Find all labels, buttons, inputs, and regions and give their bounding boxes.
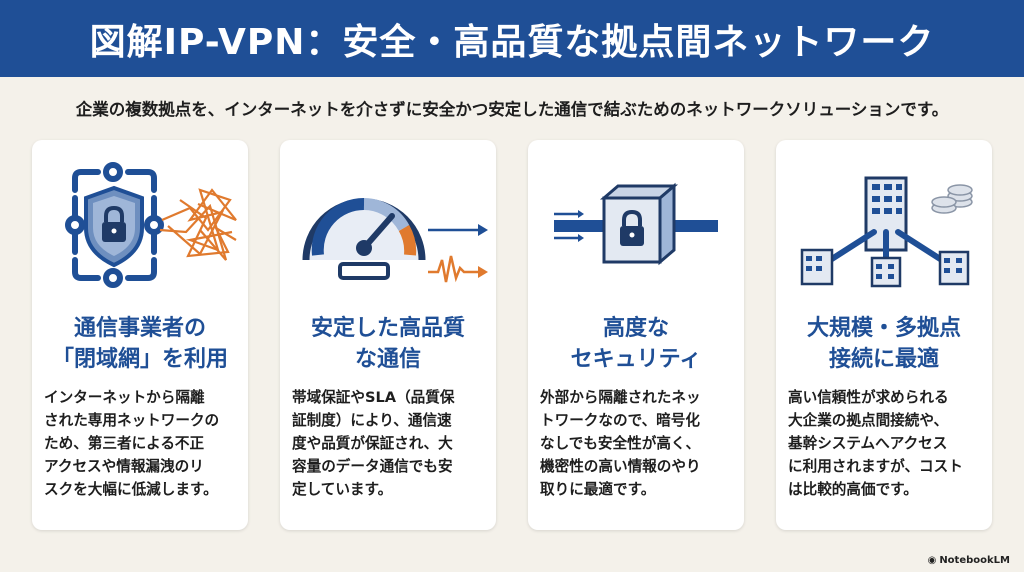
card-title: 通信事業者の 「閉域網」を利用 — [51, 316, 228, 372]
feature-card-quality: 安定した高品質 な通信 帯域保証やSLA（品質保 証制度）により、通信速 度や品… — [280, 140, 496, 530]
feature-card-closed-network: 通信事業者の 「閉域網」を利用 インターネットから隔離 された専用ネットワークの… — [32, 140, 248, 530]
shield-lock-icon — [32, 160, 248, 295]
notebooklm-logo-icon: ◉ — [927, 555, 937, 566]
card-description: インターネットから隔離 された専用ネットワークの ため、第三者による不正 アクセ… — [44, 389, 220, 498]
feature-card-security: 高度な セキュリティ 外部から隔離されたネッ トワークなので、暗号化 なしでも安… — [528, 140, 744, 530]
header-banner: 図解IP-VPN：安全・高品質な拠点間ネットワーク — [0, 0, 1024, 77]
card-title: 安定した高品質 な通信 — [310, 316, 465, 372]
card-description: 外部から隔離されたネッ トワークなので、暗号化 なしでも安全性が高く、 機密性の… — [540, 389, 701, 498]
locked-box-icon — [528, 160, 744, 295]
page-subtitle: 企業の複数拠点を、インターネットを介さずに安全かつ安定した通信で結ぶためのネット… — [75, 100, 949, 119]
card-description: 高い信頼性が求められる 大企業の拠点間接続や、 基幹システムへアクセス に利用さ… — [788, 389, 963, 498]
card-title: 大規模・多拠点 接続に最適 — [806, 316, 961, 372]
speedometer-icon — [280, 160, 496, 295]
feature-card-scale: 大規模・多拠点 接続に最適 高い信頼性が求められる 大企業の拠点間接続や、 基幹… — [776, 140, 992, 530]
buildings-network-icon — [776, 160, 992, 295]
brand-watermark: ◉ NotebookLM — [928, 555, 1010, 566]
card-title: 高度な セキュリティ — [570, 316, 702, 372]
brand-label: NotebookLM — [939, 555, 1010, 566]
card-description: 帯域保証やSLA（品質保 証制度）により、通信速 度や品質が保証され、大 容量の… — [292, 389, 455, 498]
page-title: 図解IP-VPN：安全・高品質な拠点間ネットワーク — [89, 21, 935, 63]
